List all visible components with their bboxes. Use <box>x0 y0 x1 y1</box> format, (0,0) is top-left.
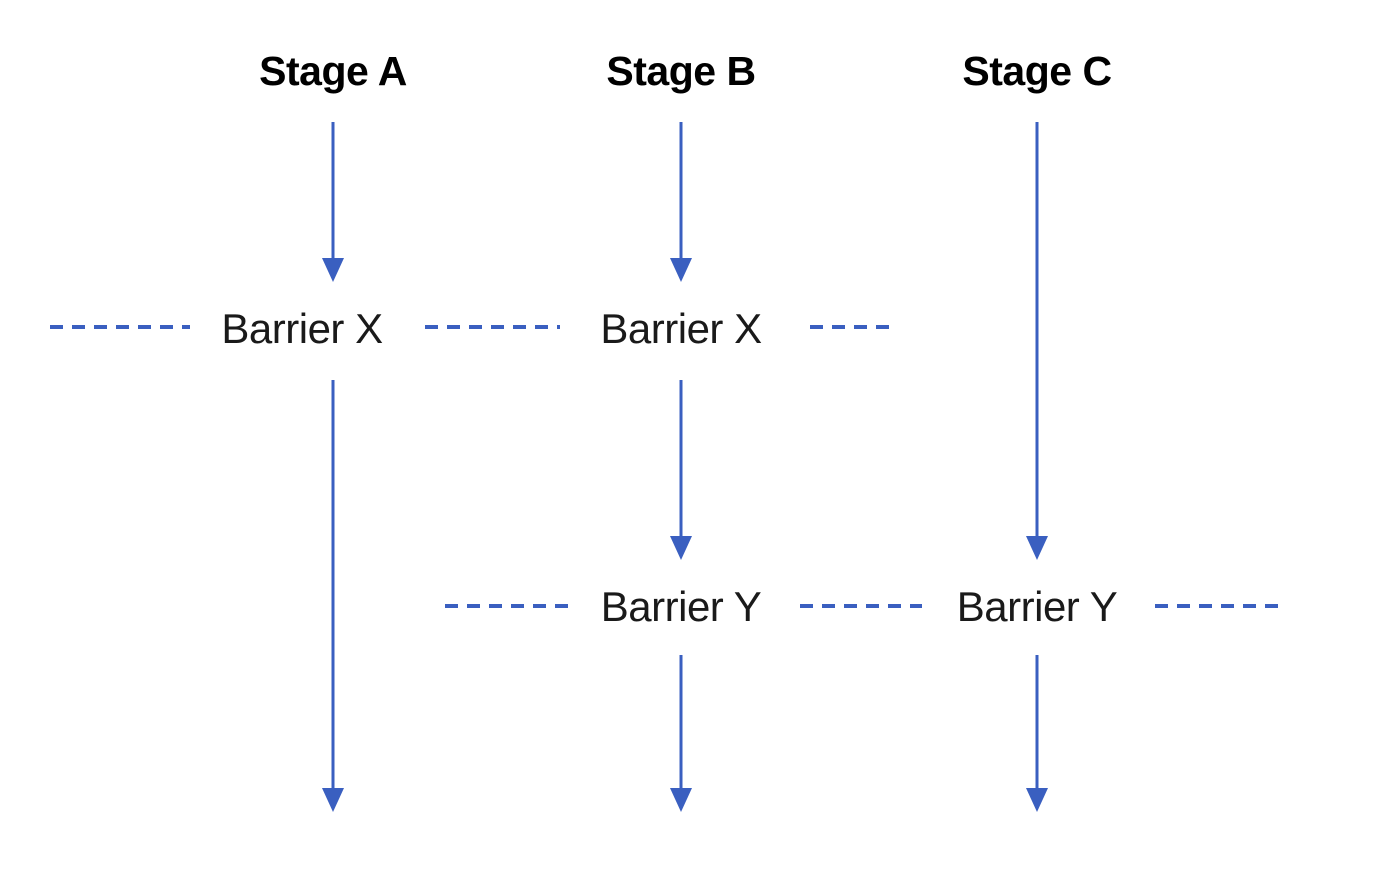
stage-b-barrier-y-to-end-arrow <box>670 655 692 812</box>
stage-b-barrier-x-to-barrier-y-arrow <box>670 380 692 560</box>
stage-c-barrier-y-to-end-arrow <box>1026 655 1048 812</box>
stage-header-stage-b: Stage B <box>606 48 756 94</box>
stage-header-stage-c: Stage C <box>962 48 1112 94</box>
arrowhead-icon <box>322 258 344 282</box>
barrier-label-row1-barrier-x: Barrier X <box>600 305 762 352</box>
barrier-label-row1-barrier-x: Barrier X <box>221 305 383 352</box>
stage-b-to-barrier-x-arrow <box>670 122 692 282</box>
arrowhead-icon <box>670 536 692 560</box>
arrowhead-icon <box>1026 788 1048 812</box>
stage-header-stage-a: Stage A <box>259 48 407 94</box>
arrowhead-icon <box>322 788 344 812</box>
stage-c-to-barrier-y-arrow <box>1026 122 1048 560</box>
arrowhead-icon <box>1026 536 1048 560</box>
arrowhead-icon <box>670 788 692 812</box>
dashed-connectors-layer <box>50 325 1282 608</box>
stage-a-barrier-x-to-end-arrow <box>322 380 344 812</box>
stage-a-to-barrier-x-arrow <box>322 122 344 282</box>
arrows-layer <box>322 122 1048 812</box>
arrowhead-icon <box>670 258 692 282</box>
barrier-label-row2-barrier-y: Barrier Y <box>956 583 1118 630</box>
barrier-label-row2-barrier-y: Barrier Y <box>600 583 762 630</box>
